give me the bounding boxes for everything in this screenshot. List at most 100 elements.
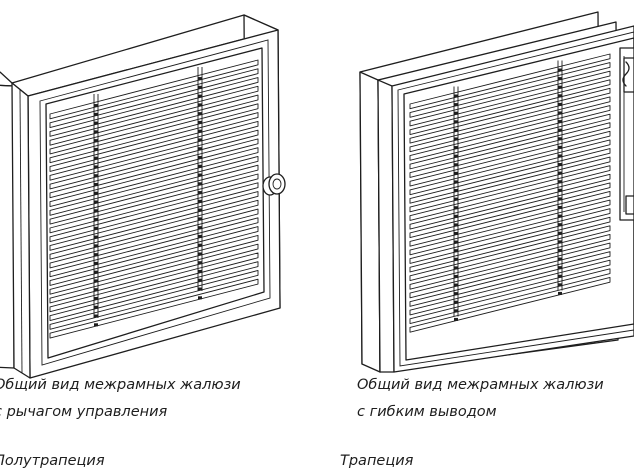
slat [409,79,611,135]
slat [409,130,611,187]
ladder-rung [94,174,98,178]
ladder-rung [94,235,98,239]
slat [409,199,611,256]
ladder-rung [198,129,202,133]
ladder-rung [94,182,98,186]
left-inner-frame [45,47,265,359]
ladder-rung [198,243,202,247]
ladder-rung [558,102,562,106]
slat [49,270,259,330]
slat [409,96,611,153]
ladder-rung [454,146,458,150]
slat [49,252,259,313]
ladder-rung [454,292,458,296]
slat [49,173,259,234]
ladder-rung [558,94,562,98]
ladder-rung [94,305,98,309]
ladder-rung [558,180,562,184]
ladder-rung [198,112,202,116]
ladder-rung [94,253,98,257]
ladder-rung [558,248,562,252]
ladder-rung [94,112,98,116]
slat [49,68,259,129]
left-blind-unit [0,14,286,379]
ladder-rung [94,121,98,125]
left-slats [49,59,259,339]
ladder-rung [454,94,458,98]
ladder-rung [198,85,202,89]
ladder-rung [198,278,202,282]
ladder-rung [198,120,202,124]
slat [409,208,611,264]
ladder-rung [94,147,98,151]
ladder-rung [454,128,458,132]
ladder-rung [558,154,562,158]
right-slats [409,53,611,333]
ladder-rung [94,139,98,143]
slat [49,217,259,278]
slat [409,216,611,273]
ladder-rung [198,234,202,238]
ladder-rung [558,163,562,167]
ladder-rung [558,257,562,261]
slat [49,278,259,339]
slat [49,77,259,137]
slat [49,164,259,225]
slat [49,120,259,181]
slat [409,70,611,127]
right-type-label: Трапеция [340,453,414,469]
ladder-rung [558,274,562,278]
slat [409,165,611,221]
ladder-rung [558,197,562,201]
ladder-rung [454,257,458,261]
ladder-rung [198,287,202,291]
ladder-rung [454,189,458,193]
ladder-rung [558,188,562,192]
ladder-rung [94,104,98,108]
slat [409,225,611,282]
ladder-rung [94,244,98,248]
slat [49,112,259,172]
ladder-rung [198,173,202,177]
ladder-rung [94,200,98,204]
slat [409,139,611,196]
right-caption-line2: с гибким выводом [357,404,497,420]
ladder-rung [454,197,458,201]
ladder-rung [94,279,98,283]
slat [49,103,259,164]
ladder-rung [558,171,562,175]
ladder-rung [94,296,98,300]
ladder-rung [454,214,458,218]
right-inner-frame [403,37,634,361]
slat [409,191,611,247]
ladder-rung [94,270,98,274]
ladder-rung [454,137,458,141]
slat [49,138,259,199]
ladder-rung [94,288,98,292]
ladder-rung [454,171,458,175]
ladder-rung [198,147,202,151]
slat [49,85,259,146]
ladder-rung [454,103,458,107]
ladder-rung [454,154,458,158]
ladder-rung [558,137,562,141]
slat [49,129,259,190]
slat [409,251,611,307]
ladder-rung [558,240,562,244]
ladder-rung [558,111,562,115]
ladder-rung [198,208,202,212]
slat [49,234,259,295]
slat [49,208,259,269]
ladder-rung [558,145,562,149]
slat [409,105,611,161]
left-caption-line1: Общий вид межрамных жалюзи [0,377,241,393]
slat [49,59,259,120]
right-blind-unit [359,11,634,373]
ladder-rung [94,130,98,134]
ladder-rung [558,283,562,287]
slat [409,182,611,239]
slat [49,191,259,251]
ladder-rung [558,291,562,295]
ladder-rung [198,155,202,159]
